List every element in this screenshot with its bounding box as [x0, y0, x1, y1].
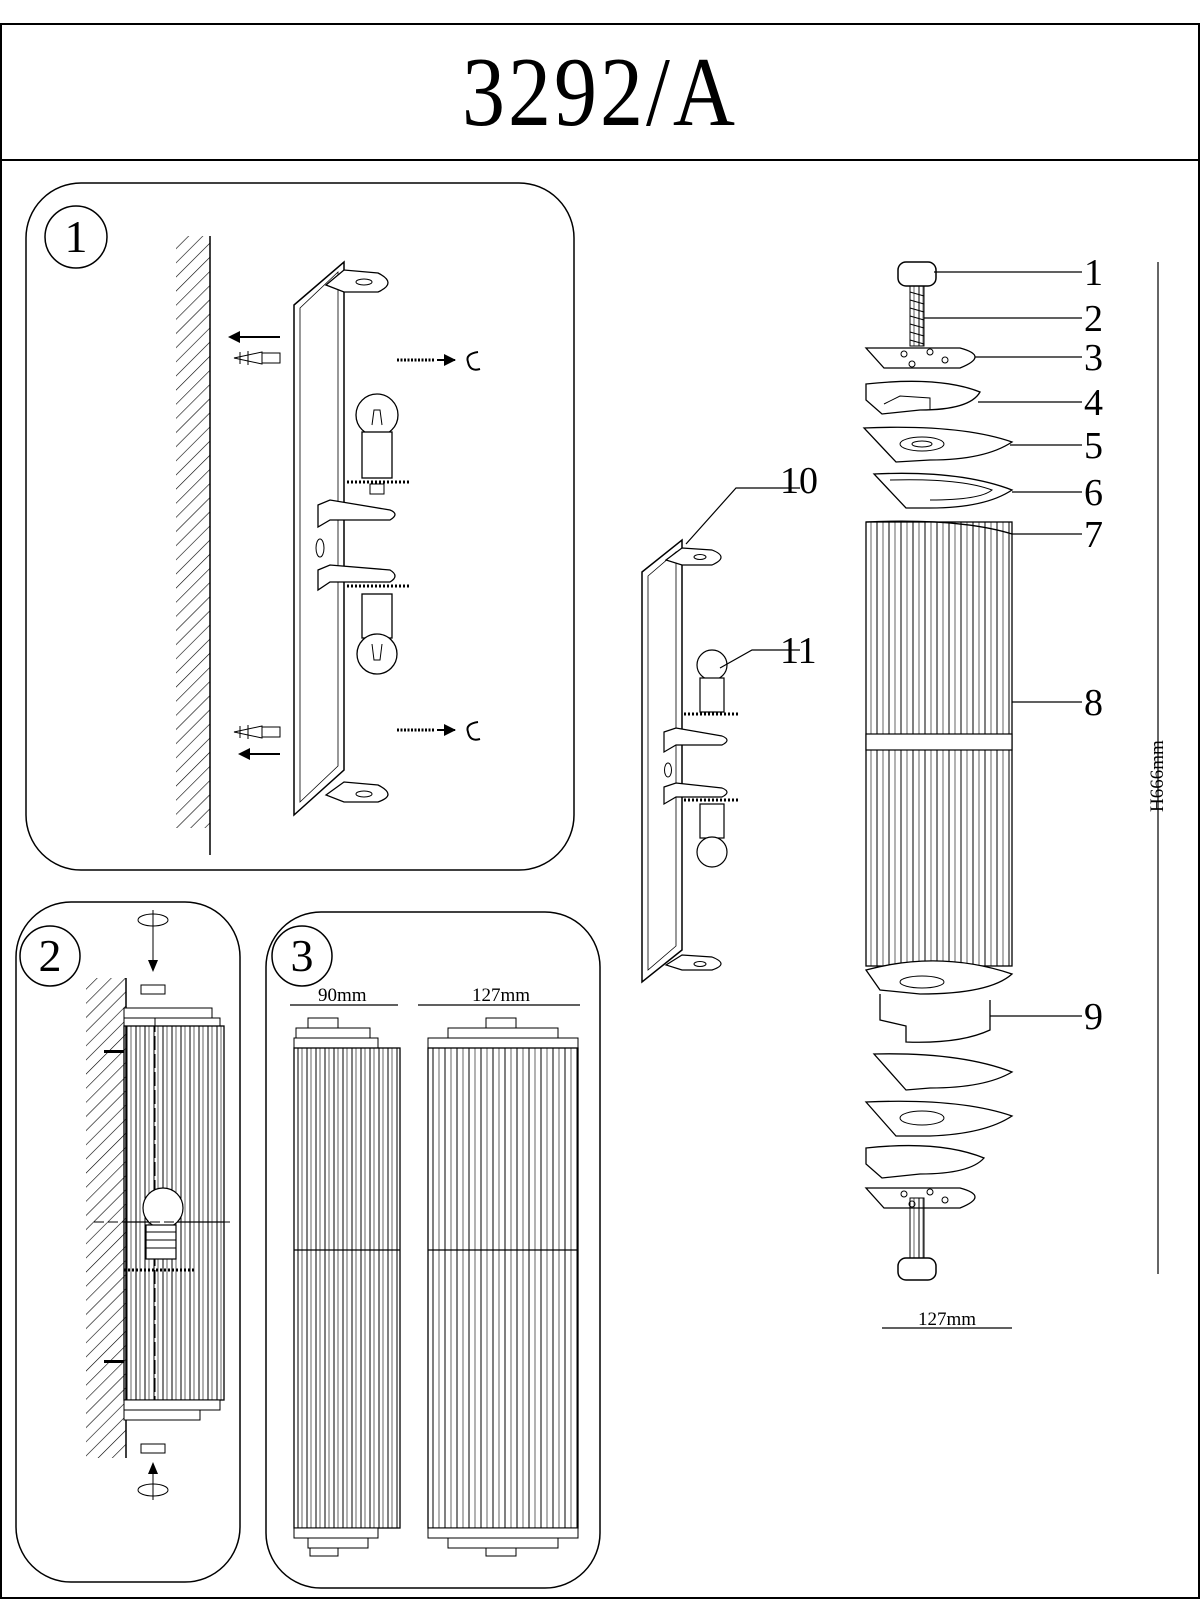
callout-7: 7 — [1084, 514, 1103, 556]
page-frame — [0, 23, 1200, 1599]
exploded-stack — [862, 261, 1159, 1329]
step3-wide-width-label: 127mm — [472, 985, 531, 1006]
callout-4: 4 — [1084, 382, 1103, 424]
exploded-backplate — [641, 487, 800, 984]
callout-8: 8 — [1084, 682, 1103, 724]
callout-2: 2 — [1084, 298, 1103, 340]
callout-3: 3 — [1084, 337, 1103, 379]
step3-panel — [265, 911, 601, 1589]
wall-hatch — [176, 236, 210, 828]
callout-6: 6 — [1084, 472, 1103, 514]
callout-9: 9 — [1084, 996, 1103, 1038]
callout-5: 5 — [1084, 425, 1103, 467]
callout-11: 11 — [780, 630, 817, 672]
step1-panel — [25, 182, 575, 871]
backplate — [293, 260, 345, 817]
step-number-3: 3 — [290, 930, 314, 981]
step-number-1: 1 — [64, 211, 88, 262]
overall-width-label: 127mm — [918, 1309, 977, 1330]
step-number-2: 2 — [38, 930, 62, 981]
callout-10: 10 — [780, 460, 818, 502]
overall-height-label: H666mm — [1147, 740, 1168, 812]
callout-1: 1 — [1084, 252, 1103, 294]
step2-panel — [15, 901, 241, 1583]
page-title: 3292/A — [462, 36, 738, 147]
step3-narrow-width-label: 90mm — [318, 985, 367, 1006]
